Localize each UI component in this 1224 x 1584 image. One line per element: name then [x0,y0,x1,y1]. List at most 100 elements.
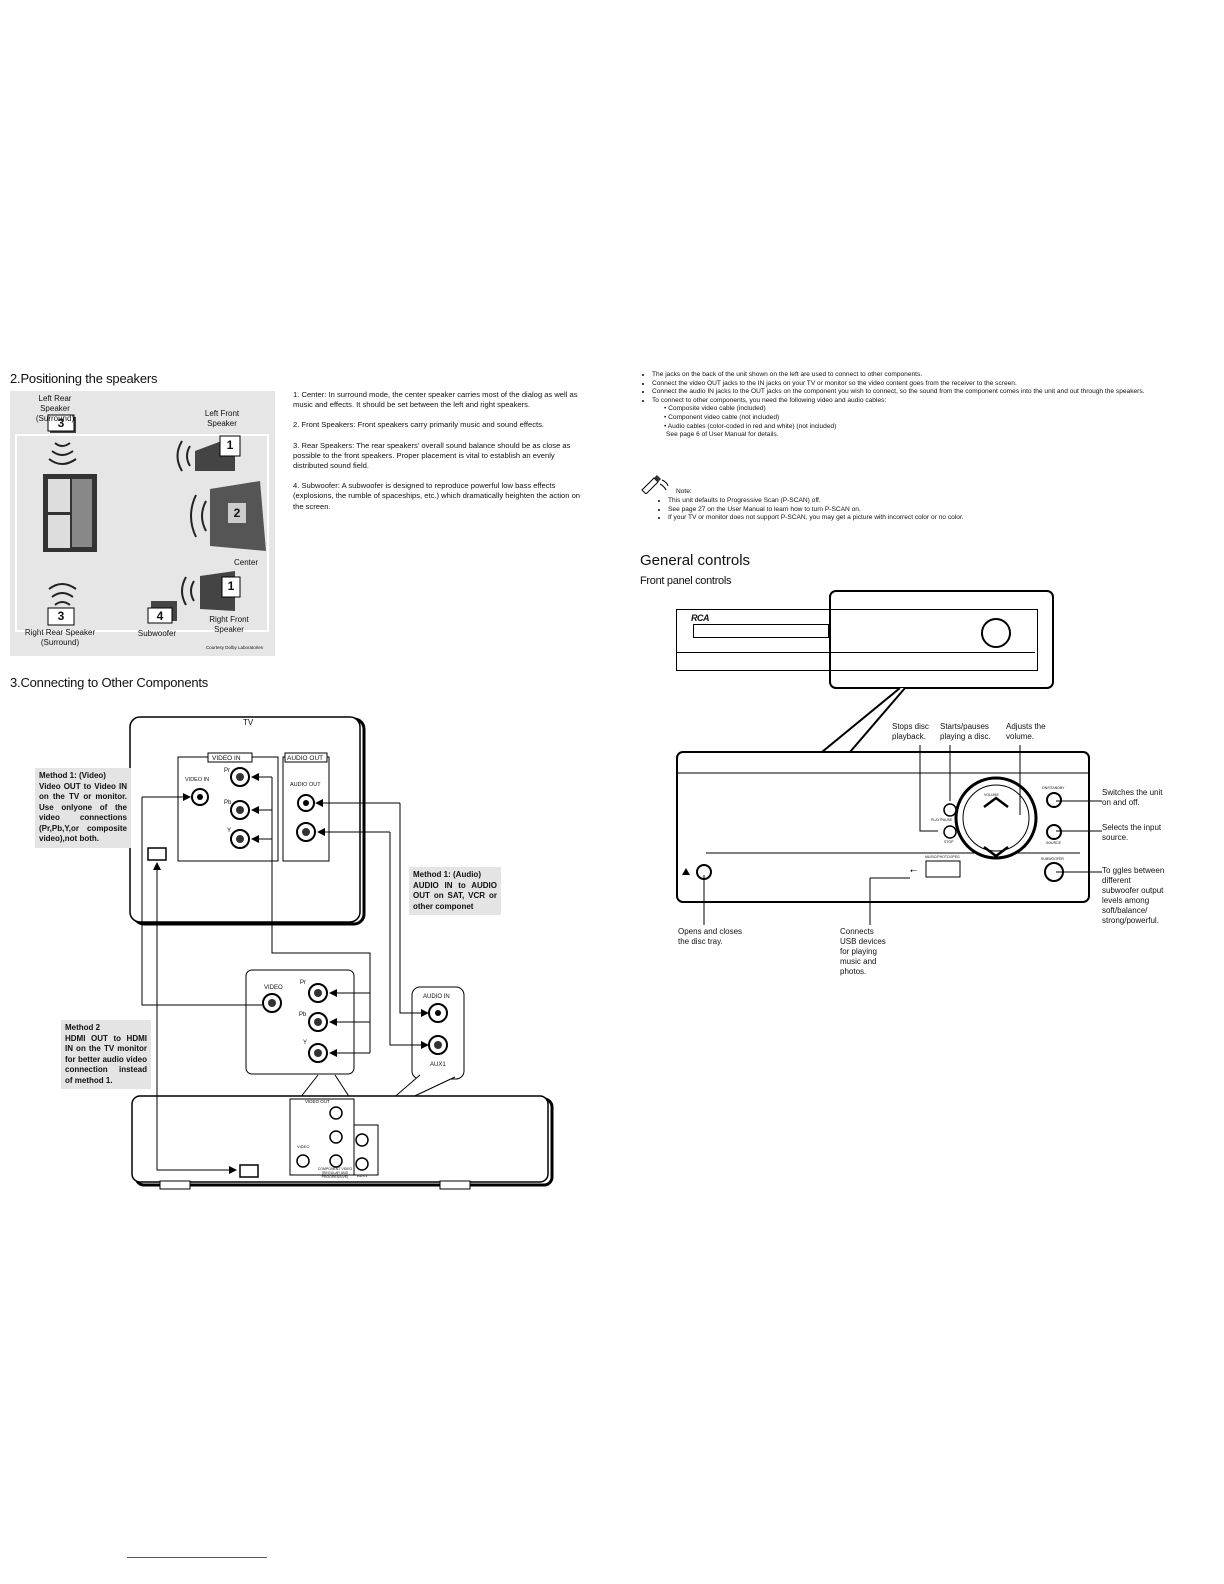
positioning-list: 1. Center: In surround mode, the center … [293,390,585,522]
right-front-speaker-icon [181,571,241,611]
comp-y-label: Y [303,1040,308,1046]
usb-icon: ⭠ [910,865,918,875]
item-number: 4. [293,481,300,491]
item-text: Front speakers carry primarily music and… [357,420,545,430]
cable-item-text: Composite video cable (included) [668,405,766,413]
cable-item-text: Audio cables (color-coded in red and whi… [667,422,837,430]
rcv-component-label: COMPONENT VIDEO (REGULAR AND PROGRESSIVE… [317,1167,353,1179]
front-panel-subtitle: Front panel controls [640,575,732,587]
label-right-front: Right Front Speaker [209,615,249,634]
item-text: The rear speakers' overall sound balance… [293,440,571,471]
brand-logo: RCA [691,613,710,623]
cable-item: • Audio cables (color-coded in red and w… [664,422,837,430]
speaker-diagram: 3 1 2 1 3 4 Left Rear Speaker (Surround)… [10,391,275,656]
sofa-icon [43,474,97,552]
display-window [693,624,829,638]
tv-video-in-jack-label: VIDEO IN [185,777,210,783]
right-rear-speaker-icon [47,583,77,626]
tv-video-in-label: VIDEO IN [212,755,241,762]
callout-volume: Adjusts the volume. [1006,722,1046,741]
item-term: Front Speakers: [301,420,356,430]
speaker-number-1a: 1 [226,438,234,452]
usb-label: MUSIC/PHOTO/JPEG [925,855,960,859]
callout-play: Starts/pauses playing a disc. [940,722,991,741]
positioning-item: 3. Rear Speakers: The rear speakers' ove… [293,441,585,472]
method1-video-text: Video OUT to Video IN on the TV or monit… [39,781,127,844]
speaker-number-1b: 1 [227,579,235,593]
comp-video-label: VIDEO [264,985,283,991]
center-speaker-icon [190,481,266,551]
callout-source: Selects the input source. [1102,823,1162,842]
footer-rule [127,1557,267,1558]
positioning-item: 1. Center: In surround mode, the center … [293,390,585,410]
method1-video-note: Method 1: (Video) Video OUT to Video IN … [35,768,131,848]
tv-label: TV [243,718,254,727]
general-controls-title: General controls [640,552,751,569]
method2-text: HDMI OUT to HDMI IN on the TV monitor fo… [65,1033,147,1085]
volume-label: VOLUME [984,793,999,797]
method1-audio-text: AUDIO IN to AUDIO OUT on SAT, VCR or oth… [413,880,497,911]
comp-audio-in-label: AUDIO IN [423,994,450,1000]
method1-video-title: Method 1: (Video) [39,771,106,780]
label-left-rear: Left Rear Speaker (Surround) [35,394,75,423]
item-number: 2. [293,420,300,430]
label-courtesy: Courtesy Dolby Laboratories [206,645,264,650]
method1-audio-title: Method 1: (Audio) [413,870,481,879]
speaker-number-2: 2 [233,506,241,520]
comp-aux1-label: AUX1 [430,1062,446,1068]
source-label: SOURCE [1046,841,1061,845]
connection-diagram [129,716,554,1190]
note-bullet: The jacks on the back of the unit shown … [652,371,1208,380]
item-number: 1. [293,390,300,399]
cable-item: • Composite video cable (included) [664,405,766,413]
callout-subwoofer: To ggles between different subwoofer out… [1102,866,1165,925]
speaker-number-3a: 3 [57,416,65,430]
tv-audio-out-jack-label: AUDIO OUT [290,782,321,788]
item-text: In surround mode, the center speaker car… [293,390,578,410]
method2-note: Method 2 HDMI OUT to HDMI IN on the TV m… [61,1020,151,1089]
volume-knob-small [981,618,1011,648]
label-subwoofer: Subwoofer [137,629,177,638]
left-front-speaker-icon [176,435,241,472]
method2-title: Method 2 [65,1023,101,1032]
pscan-notes: This unit defaults to Progressive Scan (… [658,497,1218,523]
callout-on: Switches the unit on and off. [1102,788,1163,807]
item-term: Center: [301,390,327,399]
pscan-note: See page 27 on the User Manual to learn … [668,506,1218,515]
connection-notes: The jacks on the back of the unit shown … [642,371,1208,440]
tv-jacks [147,767,316,861]
positioning-item: 2. Front Speakers: Front speakers carry … [293,420,585,430]
speaker-layout-svg [15,414,269,632]
comp-pb-label: Pb [299,1012,307,1018]
rcv-video-label: VIDEO [297,1144,310,1149]
connecting-heading: 3.Connecting to Other Components [10,675,209,690]
positioning-heading: 2.Positioning the speakers [10,371,158,386]
front-panel-enlarged: PLAY/PAUSE STOP VOLUME ON/STANDBY SOURCE… [676,751,1090,904]
note-pencil-icon [640,474,670,495]
method1-audio-note: Method 1: (Audio) AUDIO IN to AUDIO OUT … [409,867,501,915]
item-term: Subwoofer: [301,481,340,491]
callout-eject: Opens and closes the disc tray. [678,927,743,946]
note-label: Note: [676,488,692,495]
label-center: Center [233,558,258,567]
label-right-rear: Right Rear Speaker (Surround) [24,628,96,647]
subwoofer-label: SUBWOOFER [1041,857,1064,861]
item-term: Rear Speakers: [301,440,355,450]
callout-lines [703,745,1102,925]
note-bullet: To connect to other components, you need… [652,397,1208,406]
subwoofer-icon [147,601,177,624]
see-page-note: See page 6 of User Manual for details. [666,431,779,439]
callout-stop: Stops disc playback. [892,722,929,741]
item-number: 3. [293,440,300,450]
tv-pb-label: Pb [224,800,232,806]
comp-pr-label: Pr [300,980,306,986]
cable-item: • Component video cable (not included) [664,413,780,421]
callout-usb: Connects USB devices for playing music a… [840,927,886,976]
speaker-number-4: 4 [156,609,164,623]
device-divider [677,652,1035,653]
item-text: A subwoofer is designed to reproduce pow… [293,481,581,511]
positioning-item: 4. Subwoofer: A subwoofer is designed to… [293,481,585,512]
on-standby-label: ON/STANDBY [1042,786,1065,790]
tv-y-label: Y [227,828,232,834]
left-rear-speaker-icon [47,414,77,465]
